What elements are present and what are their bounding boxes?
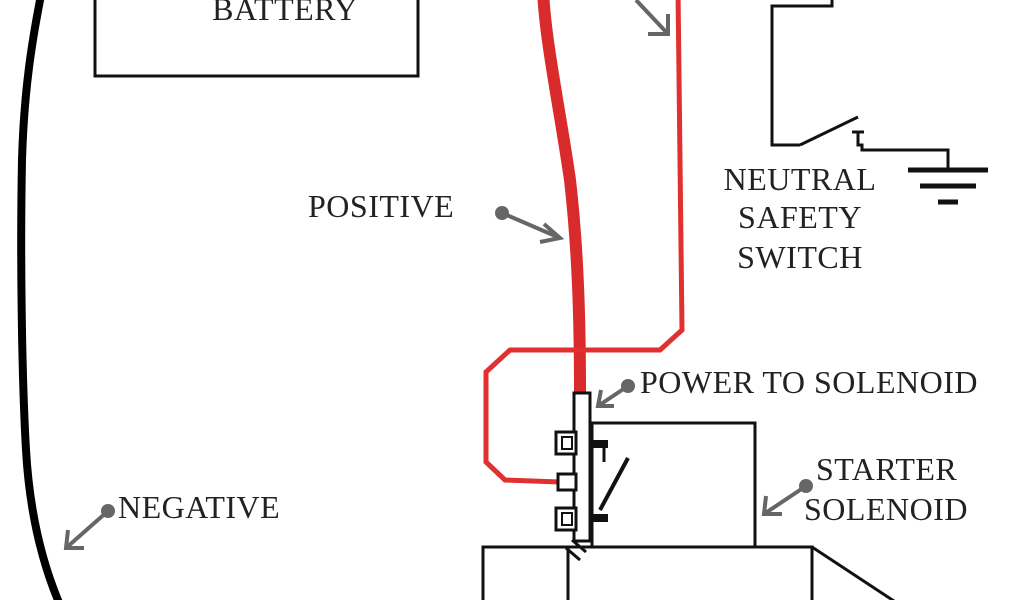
positive-wire [537, 0, 586, 399]
negative-label: NEGATIVE [118, 489, 280, 525]
starter-label-2: SOLENOID [804, 491, 968, 527]
starter-motor [481, 545, 896, 600]
power-to-solenoid-label: POWER TO SOLENOID [640, 364, 978, 400]
battery-box [93, 0, 420, 78]
switch-wire-right [856, 132, 950, 168]
starter-pointer-icon [761, 479, 813, 516]
open-switch-icon [799, 115, 859, 147]
negative-pointer-icon [63, 504, 115, 550]
neutral-safety-switch [770, 0, 988, 205]
positive-pointer-icon [495, 206, 565, 244]
positive-label: POSITIVE [308, 188, 454, 224]
starter-solenoid-box [590, 421, 757, 549]
neutral-label-2: SAFETY [738, 199, 862, 235]
signal-wire [483, 0, 685, 485]
neutral-label-3: SWITCH [737, 239, 863, 275]
power-pointer-icon [595, 379, 635, 408]
neutral-label-1: NEUTRAL [724, 161, 877, 197]
solenoid-terminals [554, 391, 630, 562]
starter-label-1: STARTER [816, 451, 957, 487]
negative-wire [17, 0, 63, 600]
switch-wire-left [770, 0, 834, 147]
battery-label: BATTERY [212, 0, 358, 27]
signal-pointer-icon [634, 0, 670, 36]
ground-symbol-icon [908, 167, 988, 205]
